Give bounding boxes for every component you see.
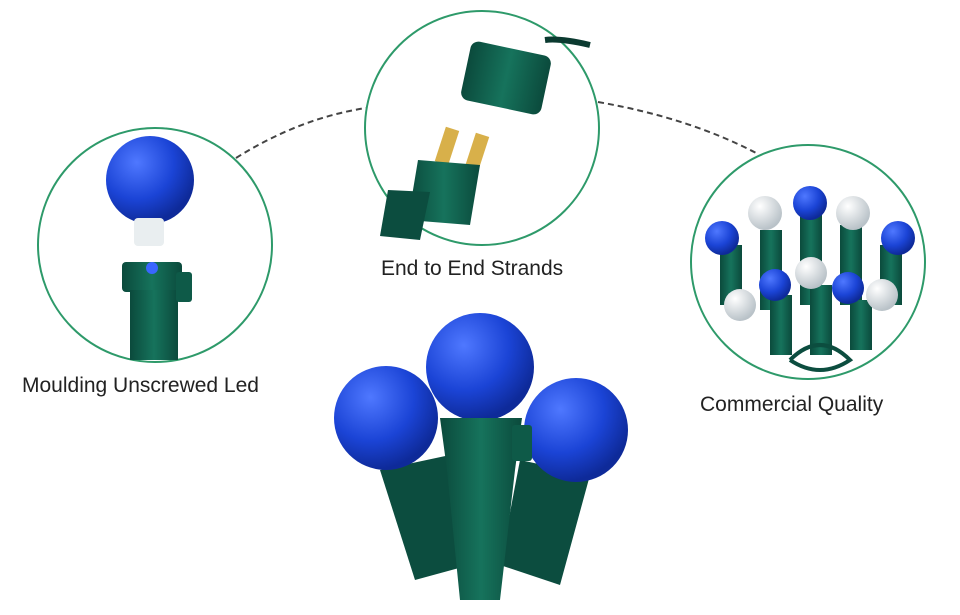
plug-illustration bbox=[380, 36, 591, 240]
light-string-illustration bbox=[705, 186, 915, 372]
connector-left bbox=[235, 107, 367, 159]
main-bulbs-illustration bbox=[334, 313, 628, 600]
connector-right bbox=[597, 101, 759, 155]
label-end-to-end-strands: End to End Strands bbox=[381, 257, 564, 280]
label-moulding-unscrewed-led: Moulding Unscrewed Led bbox=[22, 374, 259, 397]
unscrewed-led-illustration bbox=[106, 136, 194, 360]
label-commercial-quality: Commercial Quality bbox=[700, 393, 884, 416]
